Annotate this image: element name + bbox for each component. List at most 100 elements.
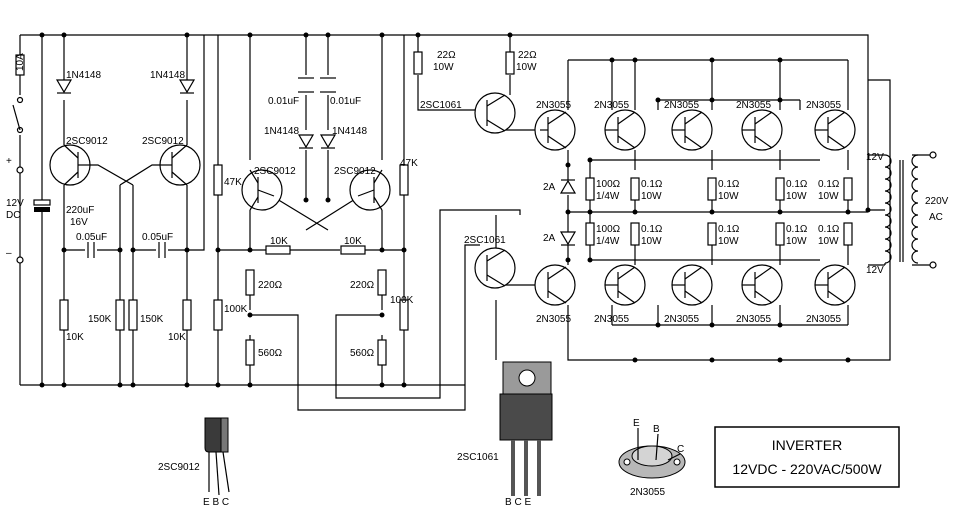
label-cap-001-b: 0.01uF (330, 96, 361, 107)
label-r22-a-watt: 10W (433, 62, 454, 73)
resistor-150k-a-symbol (115, 299, 125, 331)
diode-d4-icon (319, 134, 337, 149)
power-transistor-bottom-2-icon (604, 264, 646, 306)
label-re-1: 0.1Ω (641, 179, 663, 190)
resistor-emitter-2-symbol (707, 177, 717, 201)
resistor-220-a-symbol (245, 269, 255, 296)
label-cap-001-a: 0.01uF (268, 96, 299, 107)
label-r100-b-watt: 1/4W (596, 236, 620, 247)
label-r560-a: 560Ω (258, 348, 283, 359)
label-output-ac: AC (929, 212, 943, 223)
label-pt5: 2N3055 (806, 100, 841, 111)
label-r100k-a: 100K (224, 304, 248, 315)
resistor-emitter-8-symbol (843, 222, 853, 246)
terminal-positive-icon (16, 166, 24, 174)
power-transistor-bottom-1-icon (534, 264, 576, 306)
resistor-100k-a-symbol (213, 299, 223, 331)
label-fuse-2a-a: 2A (543, 182, 556, 193)
label-pb3: 2N3055 (664, 314, 699, 325)
components (12, 51, 937, 366)
label-cap-005-b: 0.05uF (142, 232, 173, 243)
label-r47k-b: 47K (400, 158, 418, 169)
resistor-emitter-6-symbol (707, 222, 717, 246)
label-cap-16v: 16V (70, 217, 88, 228)
power-transistor-bottom-4-icon (741, 264, 783, 306)
capacitor-005uf-a-icon (87, 242, 95, 258)
power-transistor-bottom-3-icon (671, 264, 713, 306)
label-q6: 2SC1061 (464, 235, 506, 246)
label-pt1: 2N3055 (536, 100, 571, 111)
label-re-8: 0.1Ω (818, 224, 840, 235)
resistor-560-b-symbol (377, 339, 387, 366)
resistor-emitter-3-symbol (775, 177, 785, 201)
label-r10k-c: 10K (270, 236, 288, 247)
fuse-symbol (15, 54, 25, 76)
package-to92-name: 2SC9012 (158, 462, 200, 473)
label-re-4-watt: 10W (818, 191, 839, 202)
label-d1: 1N4148 (66, 70, 101, 81)
label-r220-a: 220Ω (258, 280, 283, 291)
label-re-4: 0.1Ω (818, 179, 840, 190)
output-terminal-bottom-icon (929, 261, 937, 269)
label-r150k-a: 150K (88, 314, 112, 325)
label-q2: 2SC9012 (142, 136, 184, 147)
switch-contact-icon (16, 96, 24, 104)
label-r150k-b: 150K (140, 314, 164, 325)
resistor-100k-b-symbol (399, 299, 409, 331)
capacitor-001uf-b-icon (320, 77, 336, 93)
label-q1: 2SC9012 (66, 136, 108, 147)
fuse-diode-2a-b-icon (559, 231, 577, 246)
fuse-diode-2a-a-icon (559, 179, 577, 194)
label-re-1-watt: 10W (641, 191, 662, 202)
label-transformer-12v-top: 12V (866, 152, 884, 163)
label-transformer-12v-bottom: 12V (866, 265, 884, 276)
label-fuse-2a-b: 2A (543, 233, 556, 244)
label-pb1: 2N3055 (536, 314, 571, 325)
package-to3: E B C 2N3055 (618, 418, 686, 498)
label-fuse: 10A (15, 53, 26, 71)
terminal-negative-icon (16, 256, 24, 264)
title-block: INVERTER 12VDC - 220VAC/500W (714, 426, 900, 488)
label-d2: 1N4148 (150, 70, 185, 81)
resistor-47k-a-symbol (213, 164, 223, 196)
resistor-22-b-symbol (505, 51, 515, 75)
resistor-10k-d-symbol (340, 245, 366, 255)
label-r10k-b: 10K (168, 332, 186, 343)
capacitor-plate-icon (34, 207, 50, 212)
transistor-q2-icon (159, 144, 201, 186)
power-transistor-bottom-5-icon (814, 264, 856, 306)
label-re-3-watt: 10W (786, 191, 807, 202)
label-re-7: 0.1Ω (786, 224, 808, 235)
package-to220-pins: B C E (505, 497, 531, 508)
label-re-2: 0.1Ω (718, 179, 740, 190)
label-r47k-a: 47K (224, 177, 242, 188)
transistor-q1-icon (49, 144, 91, 186)
resistor-560-a-symbol (245, 339, 255, 366)
diode-d3-icon (297, 134, 315, 149)
label-re-2-watt: 10W (718, 191, 739, 202)
label-r100-b: 100Ω (596, 224, 621, 235)
junction-dots (39, 32, 871, 388)
package-to3-b-label: B (653, 424, 660, 435)
resistor-10k-b-symbol (182, 299, 192, 331)
label-re-6-watt: 10W (718, 236, 739, 247)
transistor-q3-icon (241, 169, 283, 211)
output-terminal-top-icon (929, 151, 937, 159)
resistor-emitter-5-symbol (630, 222, 640, 246)
component-labels: 10A + 12V DC – 1N4148 1N4148 2SC9012 2SC… (6, 50, 949, 359)
resistor-22-a-symbol (413, 51, 423, 75)
power-transistor-top-5-icon (814, 109, 856, 151)
label-re-5-watt: 10W (641, 236, 662, 247)
label-r10k-a: 10K (66, 332, 84, 343)
label-pt2: 2N3055 (594, 100, 629, 111)
transistor-q4-icon (349, 169, 391, 211)
label-pb2: 2N3055 (594, 314, 629, 325)
package-to220-name: 2SC1061 (457, 452, 499, 463)
label-r22-b: 22Ω (518, 50, 537, 61)
package-to92: 2SC9012 E B C (158, 417, 230, 508)
transformer-icon (884, 154, 919, 265)
label-r100-a: 100Ω (596, 179, 621, 190)
resistor-100-a-symbol (585, 177, 595, 201)
resistor-emitter-7-symbol (775, 222, 785, 246)
resistor-10k-c-symbol (265, 245, 291, 255)
